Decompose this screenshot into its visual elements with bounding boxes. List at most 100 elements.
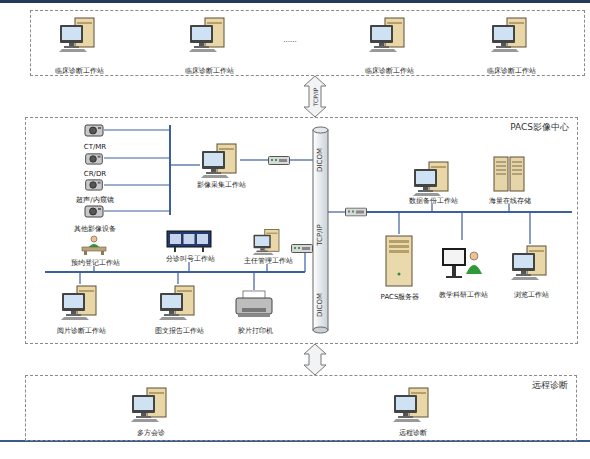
device-node: 预约登记工作站 (59, 235, 131, 267)
workstation-icon (491, 18, 526, 52)
device-node: 其他影像设备 (63, 204, 127, 233)
server-icon (386, 236, 412, 286)
wire (104, 210, 170, 211)
device-label: 远程诊断 (399, 429, 427, 437)
workstation-icon (61, 286, 96, 320)
device-node: 胶片打印机 (227, 283, 283, 335)
device-node: 数据备份工作站 (401, 159, 465, 205)
modality-icon (86, 180, 103, 190)
device-node: 教学科研工作站 (429, 239, 497, 299)
workstation-icon (393, 388, 428, 422)
wire (253, 272, 254, 290)
workstation-icon (189, 18, 224, 52)
device-node: 浏览工作站 (501, 239, 561, 299)
column-cap (313, 327, 328, 333)
group-title: 远程诊断 (532, 380, 568, 391)
wire (398, 212, 399, 234)
device-label: 其他影像设备 (74, 225, 116, 233)
wire (529, 212, 530, 244)
wire (290, 159, 313, 160)
device-node: PACS服务器 (369, 233, 431, 301)
protocol-label: DICOM (316, 148, 324, 172)
device-bus (169, 125, 171, 215)
desk-person-icon (82, 236, 106, 255)
device-label: 图文报告工作站 (155, 327, 204, 335)
wire (240, 159, 268, 160)
wire (104, 184, 170, 185)
switch-icon (292, 245, 313, 253)
wire (328, 211, 345, 212)
switch-icon (269, 157, 290, 165)
storage-bus (367, 211, 572, 213)
wire (508, 204, 509, 212)
device-label: 教学科研工作站 (439, 291, 488, 299)
device-label: CR/DR (84, 170, 106, 178)
device-node: 临床诊断工作站 (473, 15, 549, 75)
edge-label: TCP/IP (312, 87, 319, 106)
storage-icon (494, 157, 524, 191)
wire (431, 204, 432, 212)
device-label: 临床诊断工作站 (55, 67, 104, 75)
teaching-icon (442, 248, 482, 278)
device-label: 阅片诊断工作站 (57, 327, 106, 335)
backbone-column (313, 130, 328, 330)
device-node: 远程诊断 (381, 385, 445, 437)
device-node: 阅片诊断工作站 (49, 283, 113, 335)
wire (79, 272, 80, 284)
device-label: 影像采集工作站 (197, 181, 246, 189)
device-label: PACS服务器 (381, 293, 420, 301)
device-node: 临床诊断工作站 (41, 15, 117, 75)
device-node: 影像采集工作站 (189, 141, 253, 189)
queue-board-icon (167, 231, 211, 252)
protocol-label: TCP/IP (316, 224, 324, 246)
wire (188, 262, 189, 272)
workstation-icon (201, 144, 236, 178)
workstation-icon (159, 286, 194, 320)
modality-icon (85, 125, 103, 136)
device-label: 预约登记工作站 (71, 259, 120, 267)
device-label: 浏览工作站 (514, 291, 549, 299)
group-title: PACS影像中心 (510, 122, 569, 133)
wire (266, 264, 267, 272)
device-label: 分诊叫号工作站 (166, 255, 215, 263)
protocol-label: DICOM (316, 293, 324, 317)
group-box: PACS影像中心 CT/MR CR/DR 超声/内窥镜其他影像设备 影像采集工作站预约登… (25, 117, 578, 344)
device-node: CR/DR (69, 152, 121, 178)
device-node: 临床诊断工作站 (171, 15, 247, 75)
arrow-shape (304, 76, 326, 117)
device-label: 临床诊断工作站 (365, 67, 414, 75)
device-label: 超声/内窥镜 (76, 196, 113, 204)
wire (461, 212, 462, 240)
device-label: 数据备份工作站 (409, 197, 458, 205)
arrow-shape (304, 344, 326, 375)
workstation-icon (511, 246, 546, 280)
network-wires (45, 125, 572, 290)
workstation-icon (59, 18, 94, 52)
device-node: 主任管理工作站 (237, 229, 299, 265)
workstation-icon (253, 230, 279, 256)
workstation-icon (413, 162, 448, 196)
lan-bus (45, 271, 305, 273)
modality-icon (86, 154, 103, 164)
wire (304, 253, 305, 272)
wire (177, 272, 178, 284)
device-label: 临床诊断工作站 (487, 67, 536, 75)
group-box: 远程诊断多方会诊远程诊断 (25, 375, 577, 441)
device-node: 多方会诊 (119, 385, 183, 437)
device-node: 图文报告工作站 (147, 283, 211, 335)
device-label: 主任管理工作站 (244, 257, 293, 265)
device-node: CT/MR (69, 123, 121, 151)
device-node: 海量在线存储 (479, 155, 541, 205)
device-label: 海量在线存储 (489, 197, 531, 205)
workstation-icon (131, 388, 166, 422)
printer-icon (236, 291, 272, 317)
device-node: 临床诊断工作站 (351, 15, 427, 75)
top-band (0, 0, 590, 3)
switch-icon (346, 208, 367, 216)
double-arrow (304, 344, 326, 375)
device-label: 胶片打印机 (238, 327, 273, 335)
device-label: 多方会诊 (137, 429, 165, 437)
device-node: 分诊叫号工作站 (159, 229, 221, 263)
